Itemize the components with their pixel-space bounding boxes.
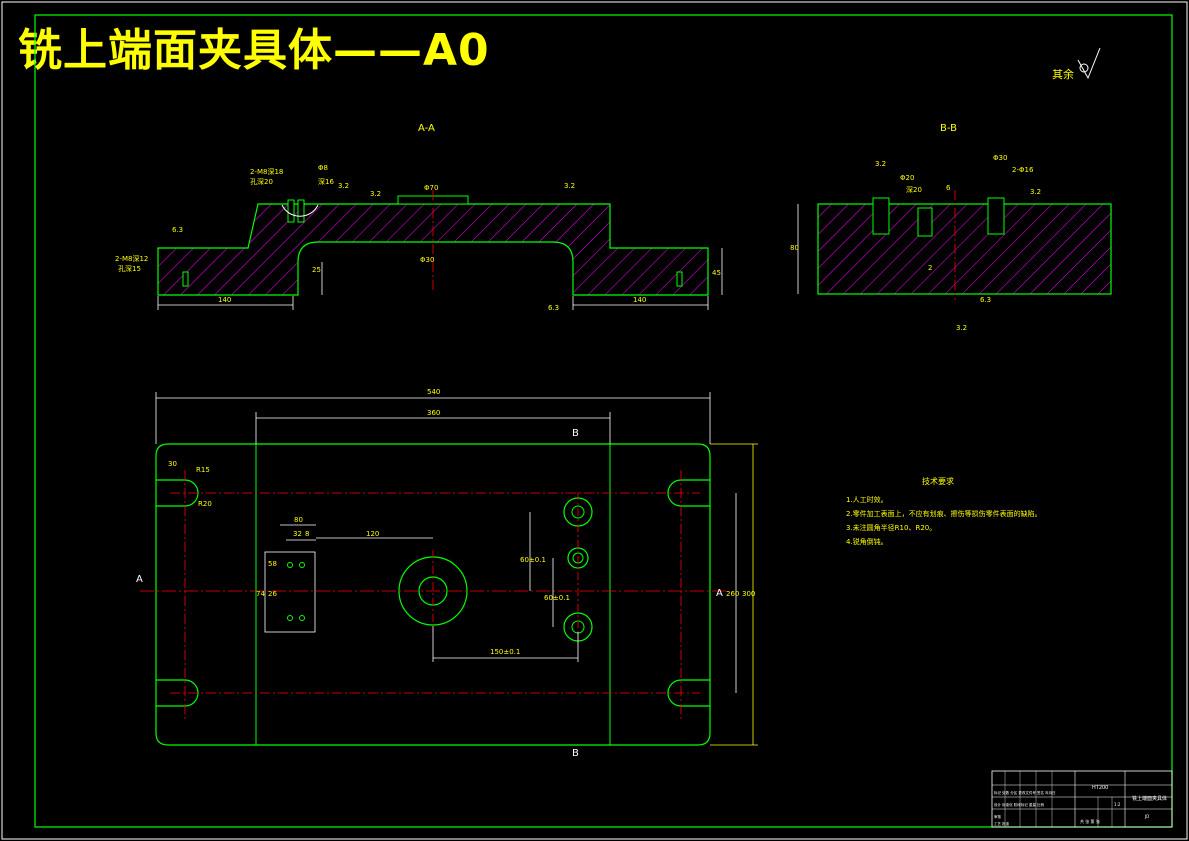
title-block: HT200 铣上端面夹具体 标记 处数 分区 更改文件号 签名 年月日 设计 标… <box>991 770 1173 828</box>
svg-text:150±0.1: 150±0.1 <box>490 648 520 656</box>
svg-text:A: A <box>716 588 723 599</box>
svg-text:80: 80 <box>790 244 799 252</box>
svg-text:140: 140 <box>633 296 646 304</box>
aa-annotations: 2-M8深18 孔深20 Φ8 深16 3.2 3.2 Φ70 3.2 Φ30 … <box>115 164 721 312</box>
svg-text:4.锐角倒钝。: 4.锐角倒钝。 <box>846 537 888 546</box>
svg-text:A: A <box>136 574 143 585</box>
section-markers: A A B B <box>136 428 723 759</box>
svg-text:60±0.1: 60±0.1 <box>544 594 570 602</box>
svg-text:深20: 深20 <box>906 185 922 194</box>
svg-text:Φ70: Φ70 <box>424 184 438 192</box>
svg-text:8: 8 <box>305 530 309 538</box>
svg-text:120: 120 <box>366 530 379 538</box>
svg-text:300: 300 <box>742 590 755 598</box>
surface-note: 其余 <box>1052 47 1101 81</box>
svg-text:260: 260 <box>726 590 739 598</box>
svg-text:其余: 其余 <box>1052 67 1074 81</box>
svg-text:Φ30: Φ30 <box>993 154 1007 162</box>
svg-text:2-Φ16: 2-Φ16 <box>1012 166 1034 174</box>
svg-text:3.2: 3.2 <box>875 160 886 168</box>
section-aa <box>157 190 723 310</box>
drawing-title: 铣上端面夹具体——A0 <box>18 25 490 76</box>
svg-text:60±0.1: 60±0.1 <box>520 556 546 564</box>
svg-text:审核: 审核 <box>994 814 1002 819</box>
svg-text:Φ30: Φ30 <box>420 256 434 264</box>
section-bb <box>797 190 1112 300</box>
svg-text:Φ20: Φ20 <box>900 174 914 182</box>
svg-text:技术要求: 技术要求 <box>922 476 954 486</box>
plan-view <box>140 392 758 746</box>
inner-frame <box>34 14 1173 828</box>
svg-text:6.3: 6.3 <box>980 296 991 304</box>
svg-text:R15: R15 <box>196 466 210 474</box>
svg-text:6.3: 6.3 <box>172 226 183 234</box>
svg-text:3.2: 3.2 <box>956 324 967 332</box>
svg-text:HT200: HT200 <box>1092 785 1108 791</box>
svg-text:45: 45 <box>712 269 721 277</box>
svg-text:3.2: 3.2 <box>370 190 381 198</box>
svg-text:58: 58 <box>268 560 277 568</box>
svg-text:540: 540 <box>427 388 440 396</box>
svg-text:3.2: 3.2 <box>1030 188 1041 196</box>
svg-text:B: B <box>572 428 579 439</box>
svg-text:JD: JD <box>1144 814 1149 819</box>
svg-text:Φ8: Φ8 <box>318 164 328 172</box>
svg-text:3.未注圆角半径R10、R20。: 3.未注圆角半径R10、R20。 <box>846 523 936 532</box>
svg-text:360: 360 <box>427 409 440 417</box>
svg-text:深16: 深16 <box>318 177 334 186</box>
svg-text:3.2: 3.2 <box>338 182 349 190</box>
svg-text:140: 140 <box>218 296 231 304</box>
svg-text:2.零件加工表面上，不应有划痕、擦伤等损伤零件表面的缺陷。: 2.零件加工表面上，不应有划痕、擦伤等损伤零件表面的缺陷。 <box>846 509 1042 518</box>
bb-annotations: Φ30 2-Φ16 Φ20 深20 3.2 3.2 80 6.3 2 6 3.2 <box>790 154 1041 332</box>
svg-text:工艺 批准: 工艺 批准 <box>994 821 1010 826</box>
svg-text:1.人工时效。: 1.人工时效。 <box>846 495 888 504</box>
svg-text:孔深15: 孔深15 <box>118 264 141 273</box>
svg-text:3.2: 3.2 <box>564 182 575 190</box>
svg-text:2-M8深18: 2-M8深18 <box>250 167 283 176</box>
svg-text:2-M8深12: 2-M8深12 <box>115 254 148 263</box>
svg-text:B: B <box>572 748 579 759</box>
tech-requirements: 技术要求 1.人工时效。 2.零件加工表面上，不应有划痕、擦伤等损伤零件表面的缺… <box>846 476 1042 546</box>
svg-text:74: 74 <box>256 590 265 598</box>
svg-text:设计 标准化 阶段标记 重量 比例: 设计 标准化 阶段标记 重量 比例 <box>994 802 1044 807</box>
svg-text:32: 32 <box>293 530 302 538</box>
section-bb-label: B-B <box>940 123 957 134</box>
svg-text:1:2: 1:2 <box>1114 802 1121 807</box>
svg-text:25: 25 <box>312 266 321 274</box>
svg-text:26: 26 <box>268 590 277 598</box>
svg-text:30: 30 <box>168 460 177 468</box>
svg-text:共 张 第 张: 共 张 第 张 <box>1080 818 1100 824</box>
plan-annotations: 540 360 30 R15 R20 80 32 8 120 58 26 74 … <box>168 388 755 656</box>
svg-text:6.3: 6.3 <box>548 304 559 312</box>
svg-text:R20: R20 <box>198 500 212 508</box>
svg-text:铣上端面夹具体: 铣上端面夹具体 <box>1132 795 1167 802</box>
svg-text:6: 6 <box>946 184 951 192</box>
svg-text:2: 2 <box>928 264 932 272</box>
svg-text:80: 80 <box>294 516 303 524</box>
svg-text:标记 处数 分区 更改文件号 签名 年月日: 标记 处数 分区 更改文件号 签名 年月日 <box>994 790 1056 795</box>
section-aa-label: A-A <box>418 123 435 134</box>
svg-text:孔深20: 孔深20 <box>250 177 273 186</box>
